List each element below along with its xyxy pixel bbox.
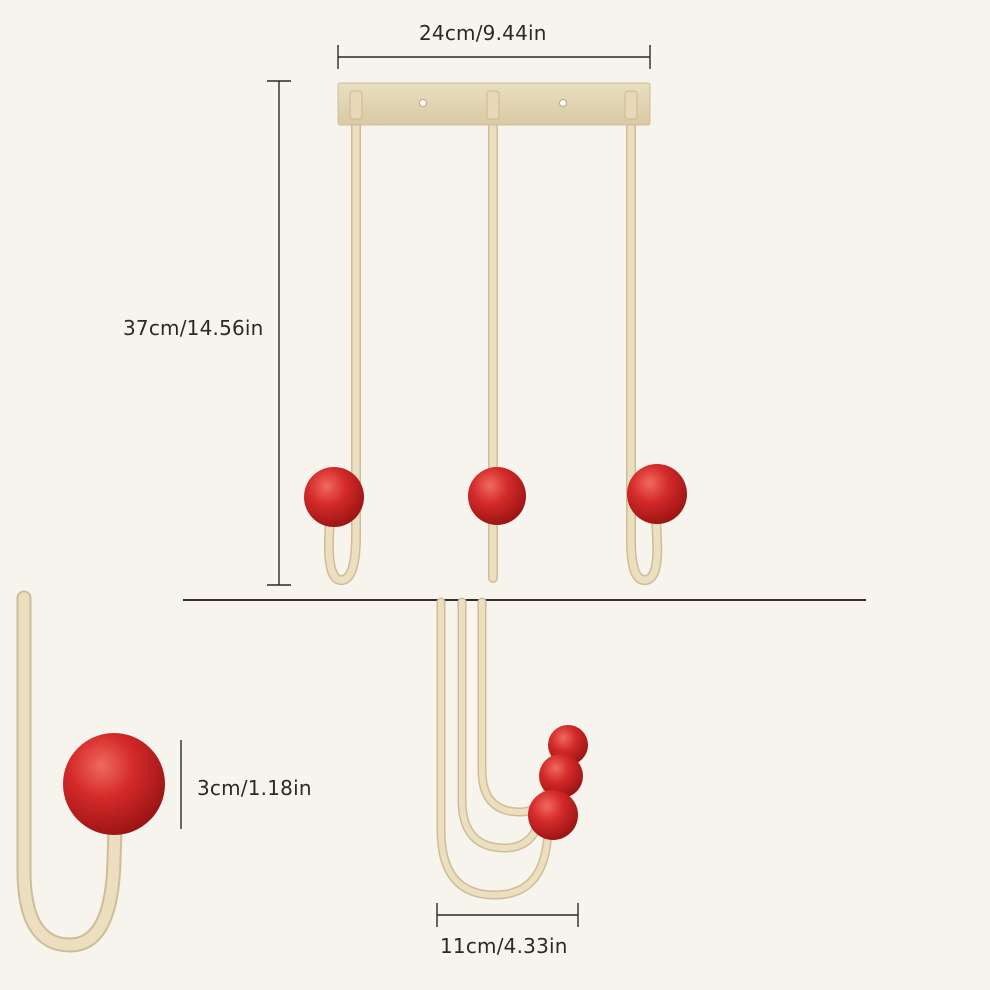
hanger-front-view — [304, 82, 687, 585]
ball-middle — [468, 467, 526, 525]
depth-dimension-line — [436, 903, 579, 927]
ball-right — [627, 464, 687, 524]
hook-right — [626, 90, 663, 585]
ball-left — [304, 467, 364, 527]
screw-hole-right — [559, 99, 567, 107]
screw-hole-left — [419, 99, 427, 107]
hook-left — [323, 90, 361, 585]
height-dimension-line — [267, 80, 291, 586]
width-dimension-line — [337, 45, 651, 69]
side-ball-bottom — [528, 790, 578, 840]
side-ball-middle — [539, 754, 583, 798]
height-label: 37cm/14.56in — [123, 316, 264, 340]
ball-diameter-label: 3cm/1.18in — [197, 776, 312, 800]
width-label: 24cm/9.44in — [419, 21, 547, 45]
closeup-ball — [63, 733, 165, 835]
hanger-side-view — [436, 597, 557, 900]
depth-label: 11cm/4.33in — [440, 934, 568, 958]
hook-closeup — [16, 590, 123, 953]
